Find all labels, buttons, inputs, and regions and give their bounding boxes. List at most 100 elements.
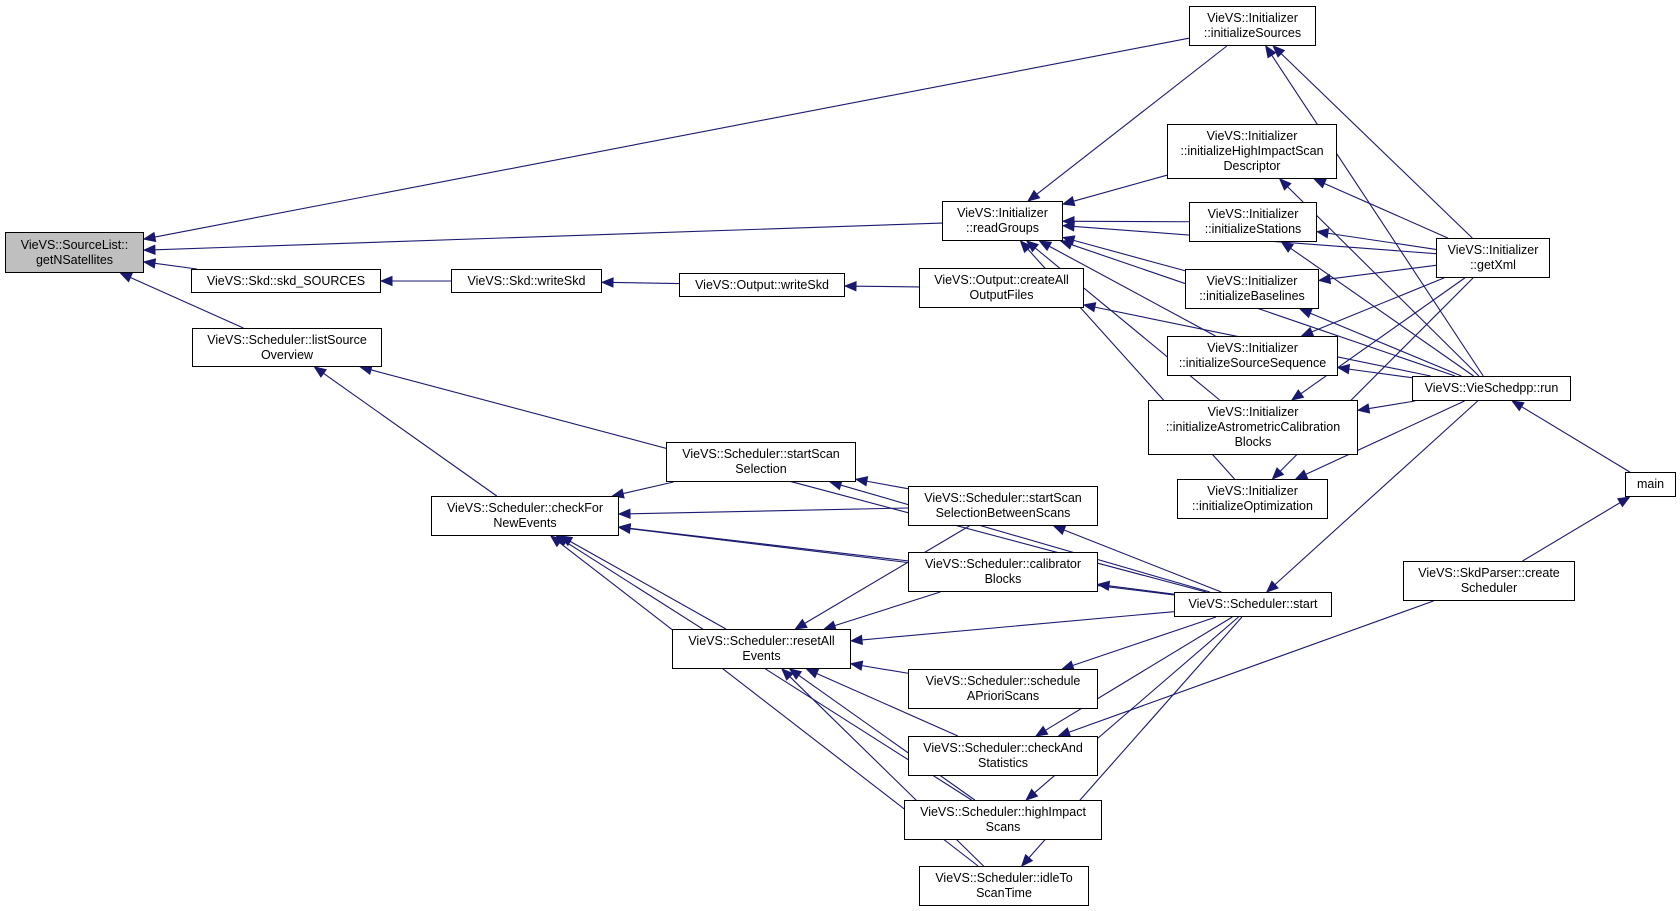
node-label: VieVS::SourceList:: xyxy=(20,237,129,252)
call-edge-initializer_initializebaselines-to-initializer_readgroups xyxy=(1073,239,1186,272)
node-label: Scans xyxy=(985,820,1021,834)
call-edge-arrowhead xyxy=(1264,44,1277,59)
node-label: ::initializeOptimization xyxy=(1192,499,1313,513)
call-edge-skd_skd_sources-to-sourcelist_getnsatellites xyxy=(154,262,198,270)
node-label: VieVS::Scheduler::idleTo xyxy=(935,871,1073,885)
node-scheduler-listsourceoverview[interactable]: VieVS::Scheduler::listSource Overview xyxy=(192,328,382,367)
call-edge-scheduler_checkfornewevents-to-scheduler_listsourceoverview xyxy=(323,372,498,497)
call-edge-initializer_getxml-to-initializer_initializesourcesequence xyxy=(1311,277,1445,333)
node-label: VieVS::SkdParser::create xyxy=(1418,566,1560,580)
node-initializer-initializesources[interactable]: VieVS::Initializer ::initializeSources xyxy=(1189,6,1316,46)
call-edge-scheduler_scheduleaprioriscans-to-scheduler_resetallevents xyxy=(861,665,909,674)
node-label: VieVS::Initializer xyxy=(1207,405,1299,419)
call-edge-arrowhead xyxy=(794,618,808,630)
node-skd-writeskd[interactable]: VieVS::Skd::writeSkd xyxy=(451,269,602,293)
call-edge-vieschedpp_run-to-initializer_initializehighimpactscandescriptor xyxy=(1287,186,1480,377)
node-label: ::initializeSourceSequence xyxy=(1178,356,1327,370)
call-edge-initializer_initializesources-to-sourcelist_getnsatellites xyxy=(154,37,1190,238)
call-edge-initializer_initializehighimpactscandescriptor-to-initializer_readgroups xyxy=(1073,174,1168,202)
node-main[interactable]: main xyxy=(1625,472,1676,497)
node-label: ::readGroups xyxy=(966,221,1039,235)
node-label: ::initializeAstrometricCalibration xyxy=(1165,420,1341,434)
node-label: VieVS::Initializer xyxy=(1207,207,1299,221)
node-label: VieVS::VieSchedpp::run xyxy=(1424,381,1559,395)
node-label: VieVS::Initializer xyxy=(1206,274,1298,288)
node-scheduler-calibratorblocks[interactable]: VieVS::Scheduler::calibrator Blocks xyxy=(908,552,1098,592)
node-skd-skd-sources[interactable]: VieVS::Skd::skd_SOURCES xyxy=(191,269,381,293)
node-skdparser-createscheduler[interactable]: VieVS::SkdParser::create Scheduler xyxy=(1403,561,1575,601)
node-scheduler-resetallevents[interactable]: VieVS::Scheduler::resetAll Events xyxy=(672,629,851,669)
call-edge-vieschedpp_run-to-initializer_initializeoptimization xyxy=(1305,400,1465,475)
node-scheduler-startscanselectionbetweenscans[interactable]: VieVS::Scheduler::startScan SelectionBet… xyxy=(908,486,1098,526)
node-initializer-initializeoptimization[interactable]: VieVS::Initializer ::initializeOptimizat… xyxy=(1177,479,1328,519)
node-scheduler-scheduleaprioriscans[interactable]: VieVS::Scheduler::schedule APrioriScans xyxy=(908,669,1098,709)
call-edge-arrowhead xyxy=(854,476,869,487)
node-label: ScanTime xyxy=(976,886,1032,900)
node-vieschedpp-run[interactable]: VieVS::VieSchedpp::run xyxy=(1412,376,1571,401)
node-initializer-initializeastrometriccalibrationblocks[interactable]: VieVS::Initializer ::initializeAstrometr… xyxy=(1148,400,1358,455)
node-label: VieVS::Skd::skd_SOURCES xyxy=(206,273,366,288)
node-label: main xyxy=(1636,477,1665,491)
call-edge-arrowhead xyxy=(1616,496,1631,508)
call-edge-arrowhead xyxy=(1294,469,1309,480)
call-edge-arrowhead xyxy=(142,231,157,243)
call-edge-arrowhead xyxy=(617,508,631,520)
node-label: VieVS::Scheduler::resetAll xyxy=(688,634,835,648)
node-initializer-initializestations[interactable]: VieVS::Initializer ::initializeStations xyxy=(1189,202,1317,242)
node-scheduler-idletoscantime[interactable]: VieVS::Scheduler::idleTo ScanTime xyxy=(919,866,1089,906)
call-edge-arrowhead xyxy=(1272,45,1286,58)
node-scheduler-checkfornewevents[interactable]: VieVS::Scheduler::checkFor NewEvents xyxy=(431,496,619,536)
node-scheduler-checkandstatistics[interactable]: VieVS::Scheduler::checkAnd Statistics xyxy=(908,736,1098,776)
node-initializer-initializebaselines[interactable]: VieVS::Initializer ::initializeBaselines xyxy=(1185,269,1319,309)
node-label: ::initializeBaselines xyxy=(1199,289,1305,303)
call-edge-arrowhead xyxy=(1356,403,1371,414)
call-edge-arrowhead xyxy=(1298,308,1313,319)
node-initializer-initializesourcesequence[interactable]: VieVS::Initializer ::initializeSourceSeq… xyxy=(1167,336,1338,376)
call-edge-initializer_readgroups-to-sourcelist_getnsatellites xyxy=(154,222,943,251)
node-output-writeskd[interactable]: VieVS::Output::writeSkd xyxy=(679,273,845,297)
call-edge-scheduler_listsourceoverview-to-sourcelist_getnsatellites xyxy=(130,276,244,329)
call-edge-arrowhead xyxy=(1312,178,1327,189)
node-sourcelist-getnsatellites[interactable]: VieVS::SourceList:: getNSatellites xyxy=(5,232,144,273)
node-scheduler-startscanselection[interactable]: VieVS::Scheduler::startScan Selection xyxy=(666,442,856,482)
call-edge-arrowhead xyxy=(1052,525,1067,536)
call-edge-scheduler_start-to-scheduler_startscanselectionbetweenscans xyxy=(1063,529,1222,593)
call-edge-arrowhead xyxy=(1278,178,1292,191)
node-label: VieVS::Scheduler::highImpact xyxy=(920,805,1086,819)
call-edge-vieschedpp_run-to-initializer_initializebaselines xyxy=(1310,312,1462,377)
node-initializer-getxml[interactable]: VieVS::Initializer ::getXml xyxy=(1436,238,1550,278)
call-edge-main-to-vieschedpp_run xyxy=(1521,406,1631,473)
call-edge-arrowhead xyxy=(1025,788,1039,801)
node-initializer-readgroups[interactable]: VieVS::Initializer ::readGroups xyxy=(942,201,1063,241)
call-edge-arrowhead xyxy=(1020,853,1034,867)
node-scheduler-highimpactscans[interactable]: VieVS::Scheduler::highImpact Scans xyxy=(904,800,1102,840)
call-edge-scheduler_resetallevents-to-scheduler_checkfornewevents xyxy=(569,540,727,630)
call-edge-initializer_getxml-to-initializer_initializestations xyxy=(1327,232,1437,250)
call-edge-arrowhead xyxy=(805,668,820,679)
node-label: NewEvents xyxy=(493,516,557,530)
call-edge-arrowhead xyxy=(1061,196,1076,207)
call-edge-initializer_getxml-to-initializer_initializehighimpactscandescriptor xyxy=(1324,182,1448,239)
node-initializer-initializehighimpactscandescriptor[interactable]: VieVS::Initializer ::initializeHighImpac… xyxy=(1167,124,1337,179)
call-edge-arrowhead xyxy=(1061,221,1075,232)
call-edge-scheduler_highimpactscans-to-scheduler_resetallevents xyxy=(798,674,976,801)
call-edge-scheduler_calibratorblocks-to-scheduler_resetallevents xyxy=(834,591,941,627)
call-edge-arrowhead xyxy=(379,275,393,287)
node-label: getNSatellites xyxy=(35,252,114,267)
call-edge-scheduler_start-to-scheduler_scheduleaprioriscans xyxy=(1072,616,1217,666)
call-edge-arrowhead xyxy=(600,277,614,288)
call-edge-vieschedpp_run-to-initializer_initializesources xyxy=(1271,54,1484,377)
node-scheduler-start[interactable]: VieVS::Scheduler::start xyxy=(1174,592,1332,617)
call-edge-arrowhead xyxy=(1034,725,1049,737)
call-edge-arrowhead xyxy=(1019,240,1033,254)
node-output-createalloutputfiles[interactable]: VieVS::Output::createAll OutputFiles xyxy=(919,268,1084,308)
call-edge-arrowhead xyxy=(1096,580,1111,591)
call-edge-scheduler_start-to-scheduler_resetallevents xyxy=(861,611,1175,641)
call-edge-vieschedpp_run-to-initializer_initializeastrometriccalibrationblocks xyxy=(1368,400,1416,410)
call-edge-arrowhead xyxy=(1290,389,1305,401)
call-edge-arrowhead xyxy=(142,258,157,269)
call-edge-scheduler_calibratorblocks-to-scheduler_checkfornewevents xyxy=(629,527,909,562)
call-edge-scheduler_start-to-scheduler_calibratorblocks xyxy=(1108,585,1175,595)
node-label: Overview xyxy=(260,347,314,362)
node-label: Blocks xyxy=(1234,435,1272,449)
